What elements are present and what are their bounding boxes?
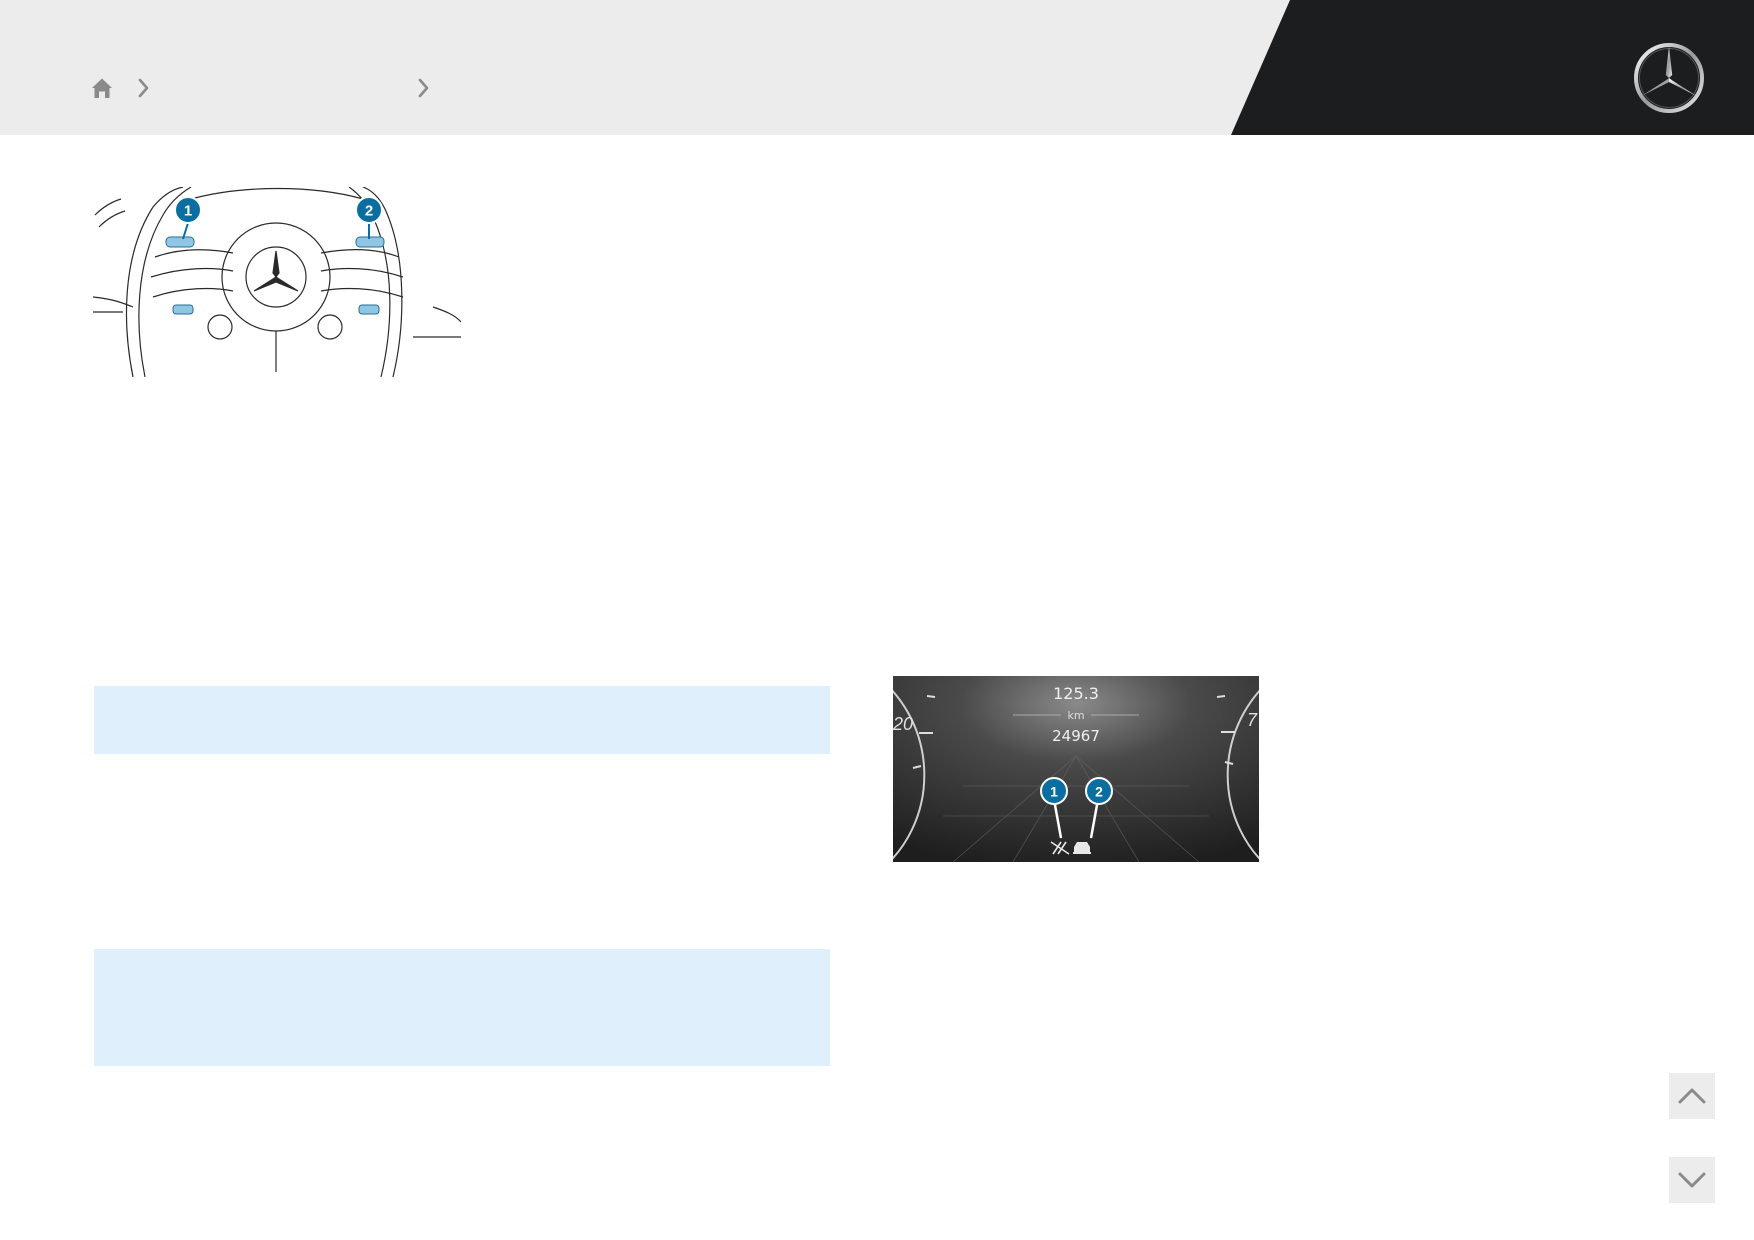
steering-wheel-figure: 1 2: [92, 186, 462, 378]
callout-2: 2: [355, 196, 383, 239]
breadcrumb-home[interactable]: [88, 74, 116, 102]
svg-text:2: 2: [1095, 784, 1103, 800]
svg-text:1: 1: [184, 203, 192, 220]
breadcrumb: [88, 70, 432, 106]
instrument-cluster-figure: 20 7 125.3 km 24967 1: [862, 665, 1290, 877]
odometer-value: 24967: [1052, 727, 1100, 745]
unit-label: km: [1067, 709, 1084, 722]
svg-text:1: 1: [1050, 784, 1058, 800]
callout-1: 1: [174, 196, 202, 240]
callout-2: 2: [1085, 777, 1113, 839]
mercedes-star-logo: [1634, 43, 1704, 113]
left-gauge-label: 20: [893, 714, 913, 734]
lane-assist-off-icon: [1050, 841, 1070, 855]
scroll-up-button[interactable]: [1669, 1073, 1715, 1119]
note-box: [94, 949, 830, 1066]
svg-text:2: 2: [365, 203, 373, 220]
chevron-right-icon: [416, 77, 432, 99]
trip-value: 125.3: [1053, 684, 1099, 703]
car-ahead-icon: [1073, 842, 1091, 854]
instrument-cluster-display: 20 7 125.3 km 24967 1: [862, 665, 1290, 877]
right-gauge-label: 7: [1247, 710, 1258, 730]
home-icon[interactable]: [88, 74, 116, 102]
header-dark-panel: [1231, 0, 1754, 135]
scroll-down-button[interactable]: [1669, 1157, 1715, 1203]
chevron-up-icon[interactable]: [1677, 1086, 1707, 1106]
chevron-right-icon: [136, 77, 152, 99]
note-box: [94, 686, 830, 754]
steering-wheel-paddles-illustration: 1 2: [92, 186, 462, 378]
page-header: [0, 0, 1754, 135]
chevron-down-icon[interactable]: [1677, 1170, 1707, 1190]
callout-1: 1: [1040, 777, 1068, 839]
